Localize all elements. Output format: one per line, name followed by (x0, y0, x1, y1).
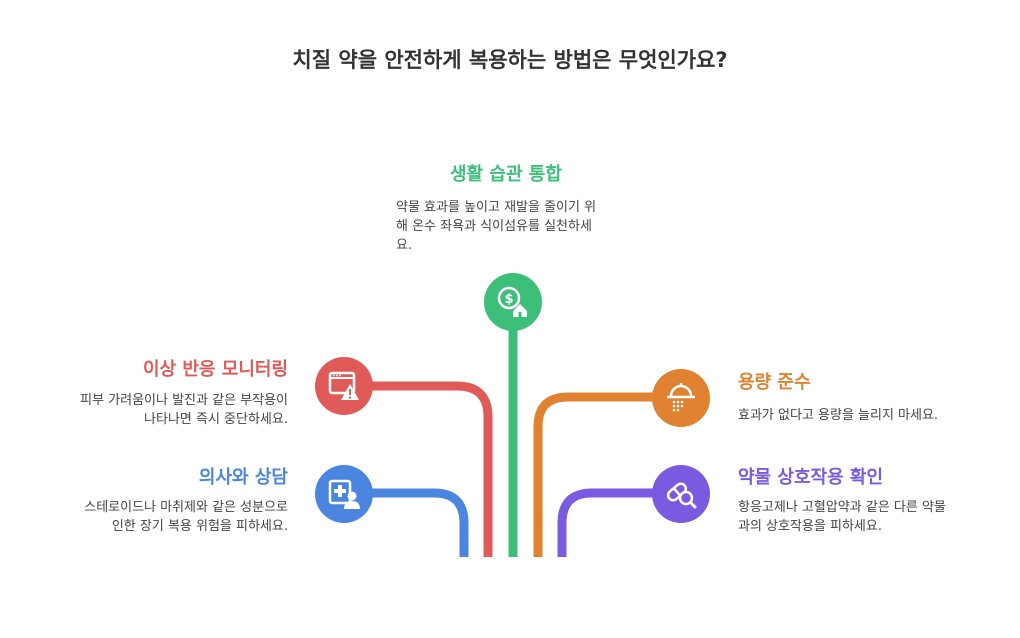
svg-text:$: $ (504, 292, 513, 307)
heading-consult: 의사와 상담 (198, 467, 288, 488)
connector-monitor (372, 381, 493, 557)
desc-dose: 효과가 없다고 용량을 늘리지 마세요. (738, 408, 939, 423)
page-title: 치질 약을 안전하게 복용하는 방법은 무엇인가요? (292, 48, 728, 72)
node-monitor (315, 357, 373, 415)
dollar-house-icon: $ (497, 286, 527, 317)
node-interaction (652, 465, 710, 523)
doctor-icon (328, 479, 360, 509)
desc-habit: 약물 효과를 높이고 재발을 줄이기 위 해 온수 좌욕과 식이섬유를 실천하세… (396, 200, 597, 253)
connector-interaction (557, 488, 654, 557)
desc-consult: 스테로이드나 마취제와 같은 성분으로 인한 장기 복용 위험을 피하세요. (84, 500, 288, 534)
desc-monitor: 피부 가려움이나 발진과 같은 부작용이 나타나면 즉시 중단하세요. (80, 393, 288, 427)
heading-dose: 용량 준수 (738, 372, 811, 393)
pill-search-icon (666, 482, 697, 509)
node-consult (315, 465, 373, 523)
desc-interaction: 항응고제나 고혈압약과 같은 다른 약물 과의 상호작용을 피하세요. (738, 500, 946, 534)
node-dose (652, 369, 710, 427)
browser-warning-icon (328, 371, 359, 400)
connector-dose (533, 392, 654, 557)
heading-monitor: 이상 반응 모니터링 (142, 359, 288, 380)
connector-consult (372, 488, 469, 557)
heading-habit: 생활 습관 통합 (450, 164, 562, 185)
shower-icon (667, 383, 695, 412)
heading-interaction: 약물 상호작용 확인 (738, 467, 884, 488)
node-habit: $ (484, 273, 542, 331)
